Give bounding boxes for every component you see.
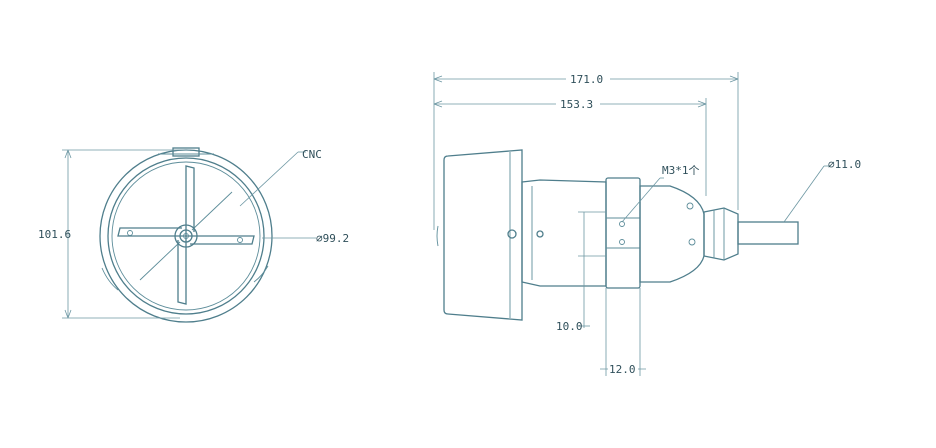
small-dim-text: 10.0 xyxy=(556,320,583,333)
front-view: 101.6 ⌀99.2 CNC xyxy=(38,147,349,323)
rear-cap xyxy=(639,185,705,283)
diameter-dim-text: ⌀99.2 xyxy=(316,232,349,245)
mount-tab xyxy=(172,147,200,157)
cable xyxy=(737,221,799,245)
height-dimension: 101.6 xyxy=(38,149,190,319)
body-length-dimension: 153.3 xyxy=(433,97,707,196)
small-dimension: 10.0 xyxy=(556,211,606,333)
screw-hole-left xyxy=(507,229,517,239)
overall-length-dimension: 171.0 xyxy=(433,72,739,230)
side-view: 171.0 153.3 M3*1个 ⌀11.0 10.0 xyxy=(433,72,861,376)
screw-hole-right xyxy=(536,230,544,238)
clamp-width-dimension: 12.0 xyxy=(600,288,646,376)
screw-callout-text: M3*1个 xyxy=(662,164,700,177)
hub-inner xyxy=(179,229,193,243)
cnc-callout: CNC xyxy=(239,148,322,207)
stator-blades xyxy=(117,165,255,305)
screw-callout: M3*1个 xyxy=(621,164,700,223)
motor-body xyxy=(521,179,607,287)
hub-outer xyxy=(174,224,198,248)
cnc-callout-text: CNC xyxy=(302,148,322,161)
overall-length-text: 171.0 xyxy=(570,73,603,86)
clamp-ring xyxy=(605,177,641,289)
cable-gland xyxy=(703,207,739,261)
cable-diameter-leader: ⌀11.0 xyxy=(783,158,861,223)
cable-diameter-text: ⌀11.0 xyxy=(828,158,861,171)
body-length-text: 153.3 xyxy=(560,98,593,111)
diameter-leader: ⌀99.2 xyxy=(262,232,349,245)
clamp-width-text: 12.0 xyxy=(609,363,636,376)
shroud-inner-ring xyxy=(107,157,265,315)
height-dim-text: 101.6 xyxy=(38,228,71,241)
shroud-side xyxy=(443,149,523,321)
